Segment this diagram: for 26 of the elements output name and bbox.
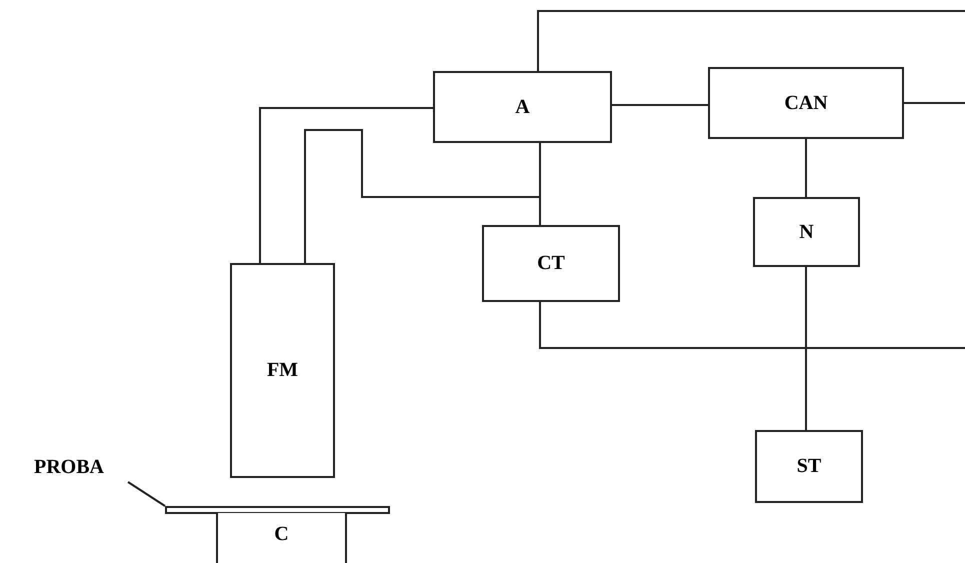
connector-line [304,129,541,263]
box-label: C [274,523,289,546]
process-box [230,263,335,478]
box-label: FM [266,359,298,382]
box-label: A [515,96,530,118]
connector-line [539,143,541,225]
box-label: N [799,220,814,244]
holder-box [216,513,347,563]
connector-line [539,302,965,349]
box-label: ST [796,455,822,478]
leader-line [127,481,166,507]
connector-line [805,267,807,430]
process-box [433,71,612,143]
connector-line [805,139,807,197]
connector-line [537,10,965,71]
process-box [708,67,904,139]
process-box [482,225,620,302]
process-box [755,430,863,503]
box-label: CAN [784,92,828,114]
box-label: CT [537,252,565,275]
connector-line [904,102,965,104]
connector-line [612,104,708,106]
sample-plate [165,506,390,514]
connector-line [259,107,433,263]
callout-label: PROBA [34,456,104,478]
process-box [753,197,860,267]
